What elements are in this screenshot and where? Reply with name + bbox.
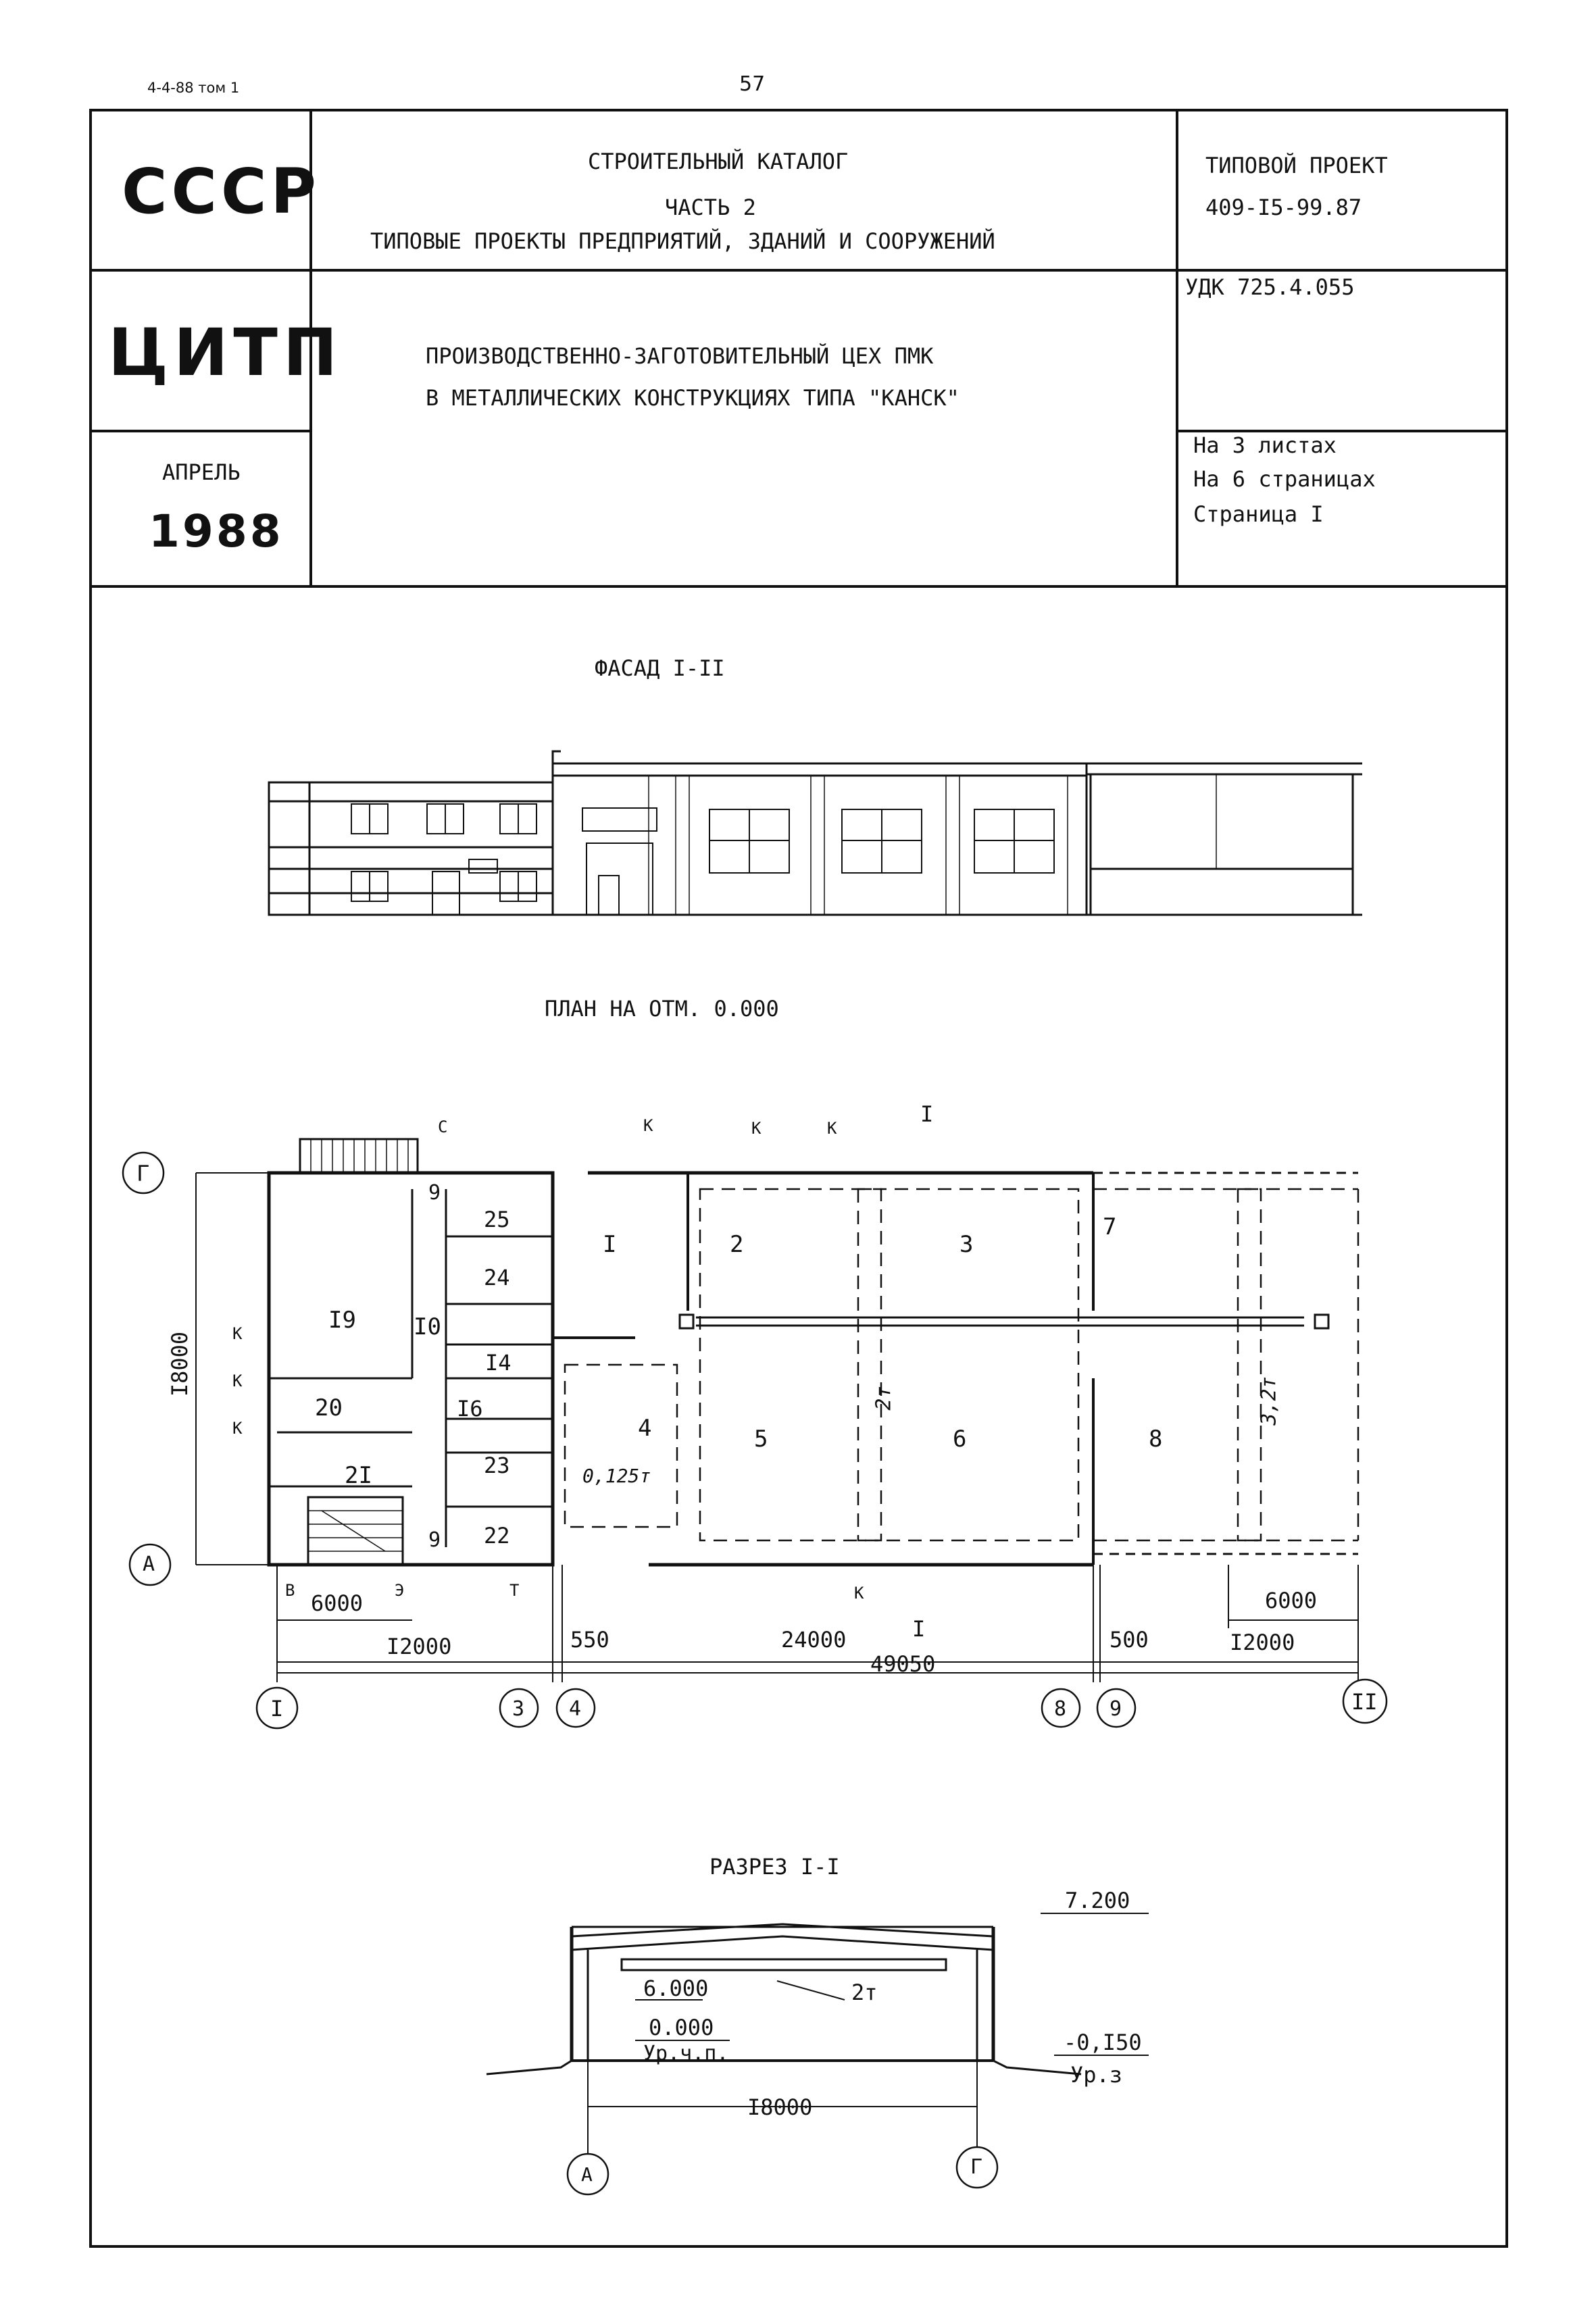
inlet-mark: К: [232, 1324, 243, 1343]
inlet-mark: К: [232, 1419, 243, 1438]
dimension-label: 6000: [311, 1590, 364, 1616]
axis-label: Г: [970, 2155, 983, 2179]
room-label: 24: [484, 1265, 510, 1290]
sheet-count: На 3 листах: [1193, 432, 1337, 458]
dimension-label: 49050: [870, 1651, 936, 1677]
dimension-label: 24000: [781, 1627, 847, 1653]
page-number: 57: [739, 72, 766, 96]
country-label: СССР: [122, 155, 320, 228]
dimension-label: I2000: [386, 1634, 452, 1659]
axis-bubble-8: [1041, 1688, 1081, 1728]
section-mark: I: [920, 1101, 934, 1127]
page-count: На 6 страницах: [1193, 466, 1376, 492]
facade-title: ФАСАД I-II: [595, 655, 725, 681]
ground-level-label: Ур.з: [1070, 2062, 1123, 2088]
inlet-mark: К: [643, 1116, 653, 1135]
inlet-mark: К: [751, 1119, 762, 1138]
axis-label: А: [581, 2163, 593, 2186]
axis-label: 3: [512, 1697, 525, 1721]
axis-bubble-4: [555, 1688, 596, 1728]
catalog-series: ТИПОВЫЕ ПРОЕКТЫ ПРЕДПРИЯТИЙ, ЗДАНИЙ И СО…: [370, 228, 995, 254]
axis-label: А: [143, 1553, 155, 1576]
room-label: 5: [754, 1426, 768, 1453]
room-label: 23: [484, 1453, 510, 1478]
current-page: Страница I: [1193, 501, 1324, 527]
room-label: 25: [484, 1207, 510, 1232]
room-label: 8: [1149, 1426, 1163, 1453]
axis-label: Г: [136, 1161, 150, 1186]
crane-capacity: 2т: [851, 1980, 878, 2005]
axis-label: 8: [1054, 1697, 1067, 1721]
elevation-top: 7.200: [1065, 1888, 1130, 1913]
crane-label: 0,125т: [582, 1465, 651, 1487]
room-label: 6: [953, 1426, 967, 1453]
dimension-label: 6000: [1265, 1588, 1318, 1613]
axis-label: I: [270, 1696, 284, 1721]
room-label: I0: [414, 1313, 441, 1340]
project-number: 409-I5-99.87: [1205, 195, 1362, 220]
inlet-mark: В: [285, 1581, 295, 1600]
room-label: 2: [730, 1231, 744, 1258]
udk-code: УДК 725.4.055: [1185, 274, 1355, 300]
axis-bubble-1: [255, 1686, 299, 1730]
floor-level-label: Ур.ч.п.: [643, 2042, 729, 2065]
catalog-title: СТРОИТЕЛЬНЫЙ КАТАЛОГ: [588, 149, 849, 174]
room-label: I6: [457, 1396, 483, 1422]
dimension-label: 500: [1109, 1627, 1149, 1653]
axis-bubble-3: [499, 1688, 539, 1728]
dimension-label: I2000: [1230, 1630, 1295, 1655]
axis-label: 9: [1109, 1697, 1122, 1721]
project-title-line2: В МЕТАЛЛИЧЕСКИХ КОНСТРУКЦИЯХ ТИПА "КАНСК…: [426, 385, 959, 411]
project-label: ТИПОВОЙ ПРОЕКТ: [1205, 153, 1388, 178]
dimension-label: 550: [570, 1627, 609, 1653]
plan-title: ПЛАН НА ОТМ. 0.000: [545, 996, 779, 1022]
inlet-mark: Э: [395, 1581, 405, 1600]
axis-bubble-2: [1342, 1678, 1388, 1724]
room-label: 22: [484, 1523, 510, 1549]
section-span: I8000: [747, 2094, 813, 2120]
issue-year: 1988: [149, 505, 284, 557]
room-label: I: [603, 1231, 617, 1258]
axis-label: 4: [569, 1697, 582, 1721]
room-label: I4: [485, 1350, 512, 1376]
elevation-ground: -0,I50: [1064, 2030, 1142, 2055]
room-label: I9: [328, 1307, 356, 1334]
room-label: 4: [638, 1415, 652, 1442]
inlet-mark: К: [827, 1119, 837, 1138]
section-mark: I: [912, 1616, 926, 1642]
axis-bubble-g: [955, 2146, 999, 2189]
document-reference: 4-4-88 том 1: [147, 80, 240, 96]
inlet-mark: С: [438, 1117, 448, 1136]
elevation-crane: 6.000: [643, 1976, 709, 2001]
project-title-line1: ПРОИЗВОДСТВЕННО-ЗАГОТОВИТЕЛЬНЫЙ ЦЕХ ПМК: [426, 343, 934, 369]
axis-bubble-g: [122, 1151, 165, 1194]
room-label: 7: [1103, 1213, 1117, 1240]
room-label: 9: [428, 1181, 441, 1205]
issue-month: АПРЕЛЬ: [162, 459, 241, 485]
elevation-floor: 0.000: [649, 2015, 714, 2040]
inlet-mark: К: [232, 1372, 243, 1390]
room-label: 3: [959, 1231, 974, 1258]
axis-bubble-a: [128, 1543, 172, 1586]
organization-label: ЦИТП: [108, 315, 343, 391]
catalog-part: ЧАСТЬ 2: [665, 195, 756, 220]
section-title: РАЗРЕЗ I-I: [709, 1854, 840, 1880]
room-label: 2I: [345, 1462, 372, 1489]
axis-label: II: [1351, 1689, 1378, 1715]
axis-bubble-9: [1096, 1688, 1137, 1728]
inlet-mark: Т: [509, 1581, 520, 1600]
room-label: 20: [315, 1394, 343, 1422]
inlet-mark: К: [854, 1584, 864, 1603]
room-label: 9: [428, 1528, 441, 1552]
axis-bubble-a: [566, 2153, 609, 2196]
